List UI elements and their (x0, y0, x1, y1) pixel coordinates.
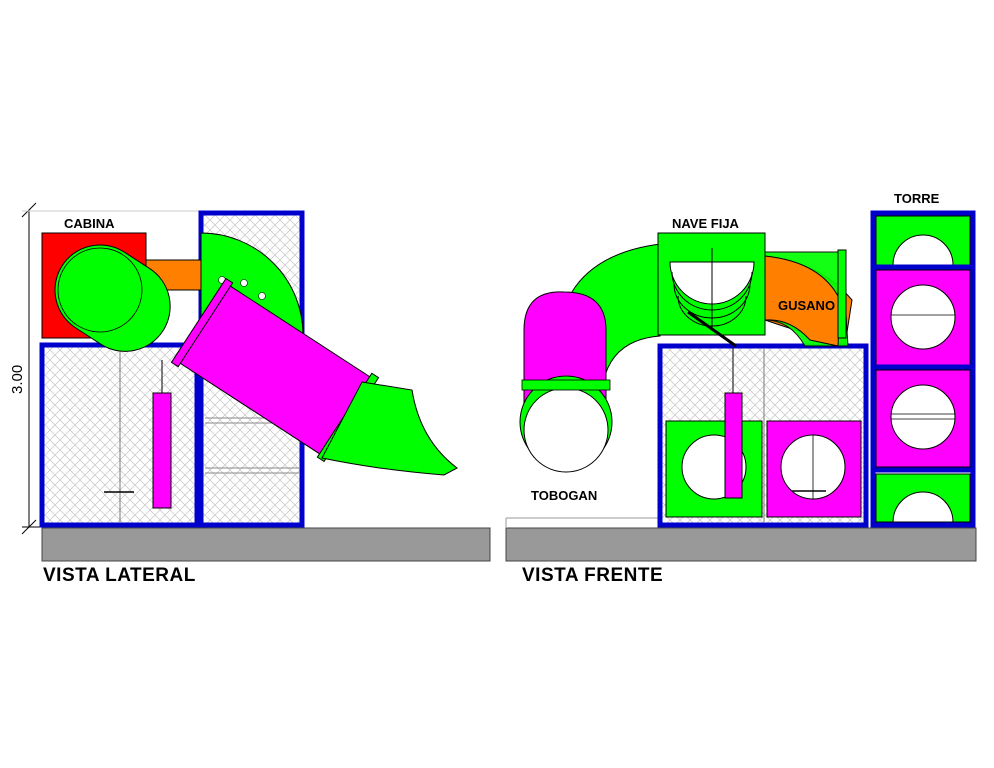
label-cabina: CABINA (64, 216, 115, 231)
torre-column (870, 210, 976, 528)
label-vista-frente: VISTA FRENTE (522, 565, 664, 586)
label-gusano: GUSANO (778, 298, 836, 313)
front-ground (505, 527, 977, 562)
side-green-tube (54, 244, 171, 352)
label-vista-lateral: VISTA LATERAL (43, 565, 196, 586)
side-magenta-bar (152, 392, 172, 509)
side-slide-exit (321, 381, 458, 476)
front-magenta-bar (724, 392, 743, 499)
label-nave-fija: NAVE FIJA (672, 216, 739, 231)
side-view (21, 202, 491, 562)
front-view (505, 210, 977, 562)
label-tobogan: TOBOGAN (531, 488, 598, 503)
dimension-line (21, 202, 200, 535)
dimension-label: 3.00 (9, 364, 26, 394)
side-ground (41, 527, 491, 562)
label-torre: TORRE (894, 191, 940, 206)
